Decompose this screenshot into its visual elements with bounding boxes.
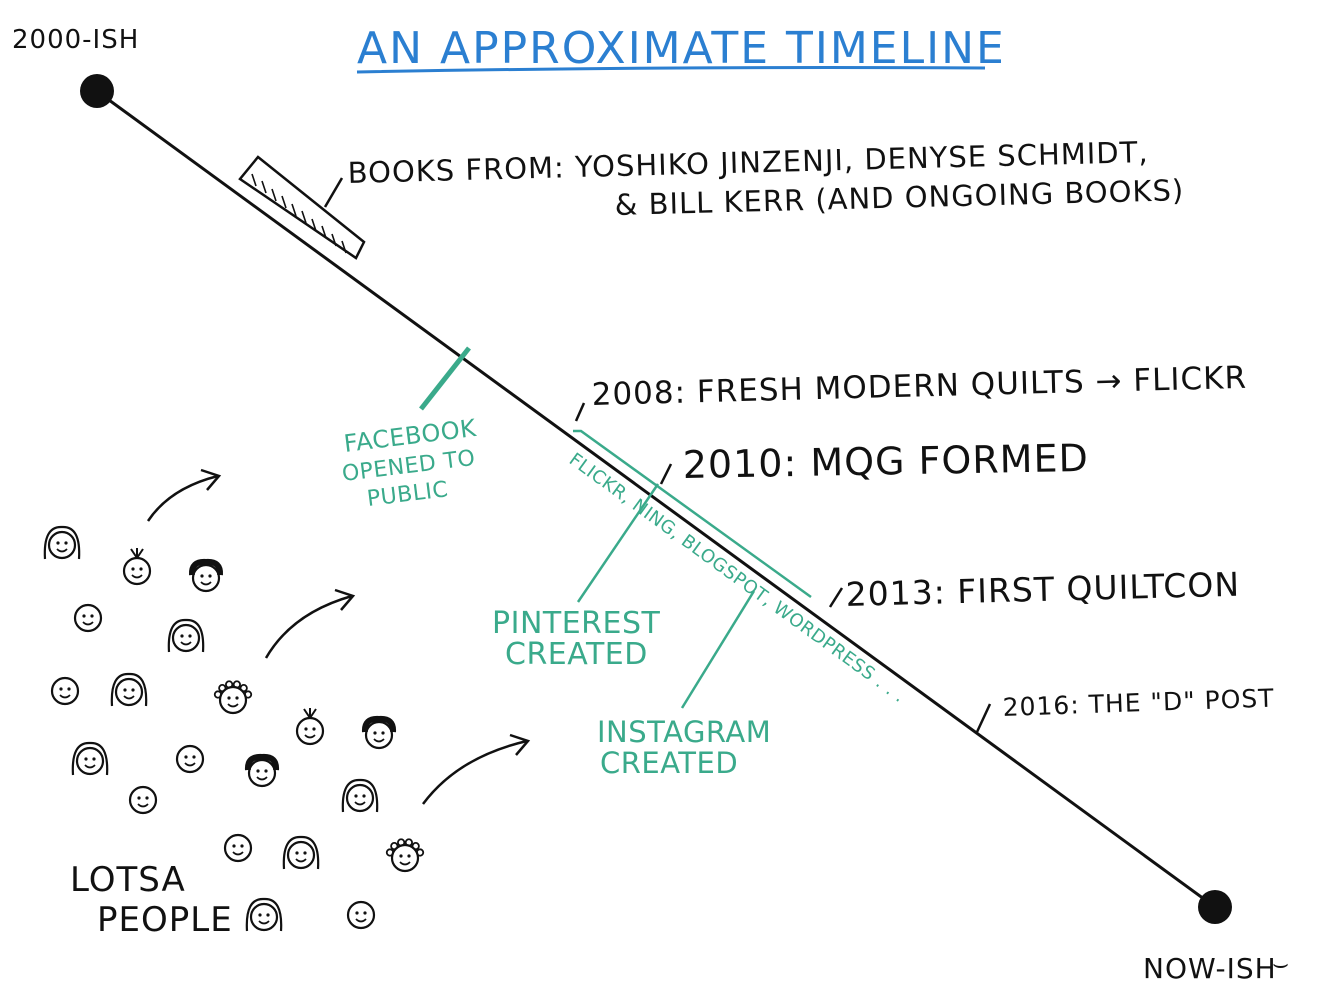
event-2010: 2010: MQG FORMED bbox=[682, 436, 1089, 487]
arrow-bottom bbox=[421, 733, 531, 805]
person-face bbox=[282, 835, 320, 870]
instagram-connector bbox=[680, 590, 756, 709]
person-face bbox=[175, 744, 205, 774]
person-face bbox=[385, 838, 425, 873]
pinterest-line-2: CREATED bbox=[505, 637, 648, 672]
instagram-line-2: CREATED bbox=[600, 746, 738, 780]
tick-2016 bbox=[975, 703, 992, 733]
title: AN APPROXIMATE TIMELINE bbox=[357, 23, 1006, 74]
person-face bbox=[167, 618, 205, 653]
event-2013: 2013: FIRST QUILTCON bbox=[845, 565, 1240, 614]
person-face bbox=[213, 680, 253, 715]
arrow-middle bbox=[264, 588, 356, 659]
person-face bbox=[295, 708, 325, 746]
person-face bbox=[223, 833, 253, 863]
tick-2008 bbox=[574, 402, 586, 422]
person-face bbox=[346, 900, 376, 930]
facebook-connector bbox=[419, 346, 471, 411]
pinterest-connector bbox=[576, 483, 660, 603]
person-face bbox=[43, 525, 81, 560]
start-dot bbox=[80, 74, 114, 108]
end-smiley: ⌣ bbox=[1272, 949, 1290, 979]
end-label: NOW-ISH bbox=[1143, 952, 1277, 985]
crowd-label-line-2: PEOPLE bbox=[97, 900, 233, 940]
tick-2010 bbox=[659, 463, 673, 485]
event-2008: 2008: FRESH MODERN QUILTS → FLICKR bbox=[591, 360, 1247, 413]
person-face bbox=[341, 778, 379, 813]
title-underline bbox=[356, 66, 986, 74]
person-face bbox=[71, 741, 109, 776]
person-face bbox=[188, 558, 224, 593]
books-marker bbox=[238, 155, 366, 260]
platforms-bracket bbox=[573, 429, 812, 599]
person-face bbox=[110, 672, 148, 707]
start-label: 2000-ISH bbox=[12, 25, 139, 55]
person-face bbox=[122, 548, 152, 586]
person-face bbox=[73, 603, 103, 633]
crowd-faces bbox=[43, 525, 425, 932]
person-face bbox=[244, 753, 280, 788]
crowd-label-line-1: LOTSA bbox=[70, 860, 186, 900]
person-face bbox=[50, 676, 80, 706]
timeline-line bbox=[97, 90, 1216, 909]
person-face bbox=[245, 897, 283, 932]
event-2016: 2016: THE "D" POST bbox=[1002, 684, 1275, 722]
tick-2013 bbox=[828, 587, 844, 608]
end-dot bbox=[1198, 890, 1232, 924]
person-face bbox=[128, 785, 158, 815]
person-face bbox=[361, 715, 397, 750]
arrow-top bbox=[146, 468, 222, 522]
pinterest-line-1: PINTEREST bbox=[492, 606, 661, 641]
instagram-line-1: INSTAGRAM bbox=[597, 715, 771, 749]
